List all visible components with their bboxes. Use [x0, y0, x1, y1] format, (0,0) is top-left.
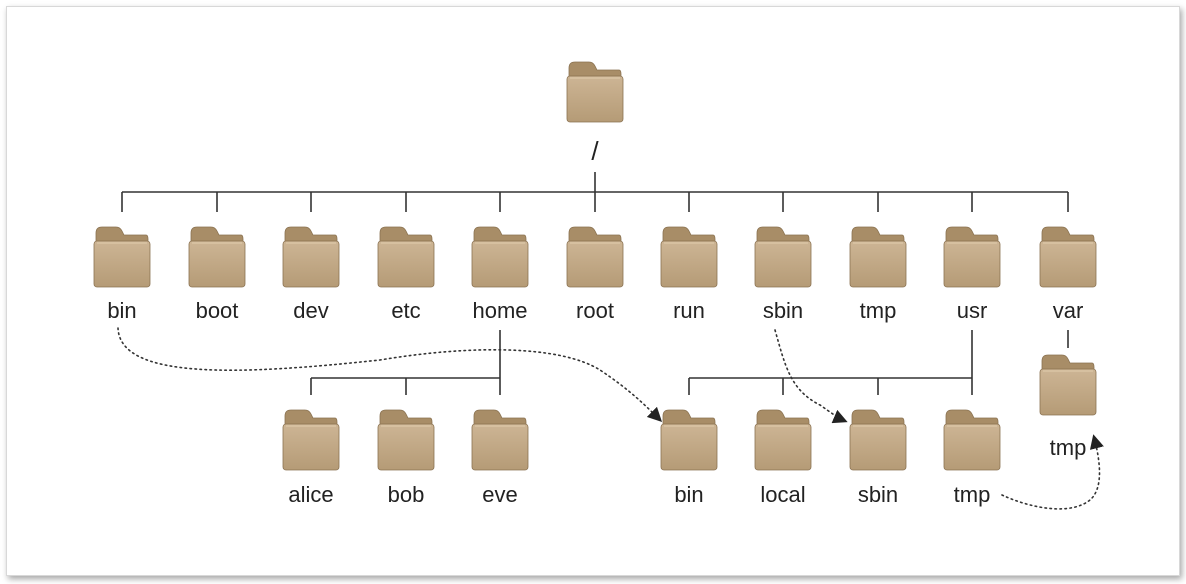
folder-run-icon: [660, 226, 718, 288]
label-bob: bob: [388, 482, 425, 507]
folder-root-icon: [566, 61, 624, 123]
label-eve: eve: [482, 482, 517, 507]
folder-usr-local-icon: [754, 409, 812, 471]
label-usr-sbin: sbin: [858, 482, 898, 507]
label-var-tmp: tmp: [1050, 435, 1087, 460]
symlink-arrows: [117, 327, 1104, 510]
folder-var-tmp-icon: [1039, 354, 1097, 416]
folder-usr-icon: [943, 226, 1001, 288]
folder-usr-sbin-icon: [849, 409, 907, 471]
folder-etc-icon: [377, 226, 435, 288]
folder-usr-bin-icon: [660, 409, 718, 471]
folder-home-icon: [471, 226, 529, 288]
folder-boot-icon: [188, 226, 246, 288]
folders-layer: [93, 61, 1097, 471]
folder-eve-icon: [471, 409, 529, 471]
label-usr-bin: bin: [674, 482, 703, 507]
label-bin: bin: [107, 298, 136, 323]
label-usr-local: local: [760, 482, 805, 507]
root-label: /: [591, 136, 599, 166]
folder-alice-icon: [282, 409, 340, 471]
label-dev: dev: [293, 298, 328, 323]
folder-usr-tmp-icon: [943, 409, 1001, 471]
label-tmp: tmp: [860, 298, 897, 323]
labels-layer: / bin boot dev etc home root run sbin tm…: [107, 136, 1086, 507]
label-boot: boot: [196, 298, 239, 323]
label-home: home: [472, 298, 527, 323]
folder-bob-icon: [377, 409, 435, 471]
link-bin-to-usr-bin: [117, 327, 663, 423]
label-var: var: [1053, 298, 1084, 323]
label-etc: etc: [391, 298, 420, 323]
tree-connectors: [121, 172, 1069, 395]
link-usr-tmp-to-var-tmp: [1001, 434, 1104, 510]
link-sbin-to-usr-sbin: [774, 329, 848, 424]
folder-bin-icon: [93, 226, 151, 288]
label-usr: usr: [957, 298, 988, 323]
label-usr-tmp: tmp: [954, 482, 991, 507]
folder-var-icon: [1039, 226, 1097, 288]
label-root: root: [576, 298, 614, 323]
label-sbin: sbin: [763, 298, 803, 323]
label-alice: alice: [288, 482, 333, 507]
folder-sbin-icon: [754, 226, 812, 288]
label-run: run: [673, 298, 705, 323]
folder-dev-icon: [282, 226, 340, 288]
folder-tmp-icon: [849, 226, 907, 288]
folder-root-dir-icon: [566, 226, 624, 288]
